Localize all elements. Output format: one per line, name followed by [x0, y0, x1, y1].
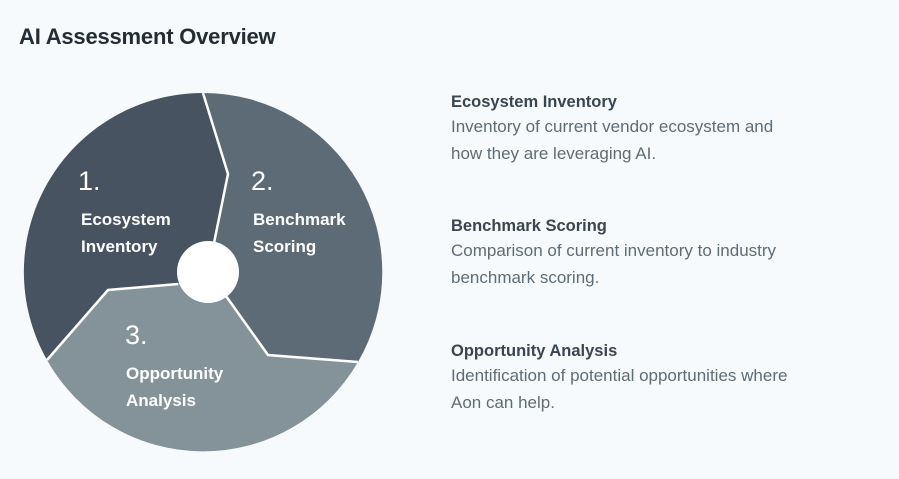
page-title: AI Assessment Overview [19, 24, 276, 49]
description-line: Comparison of current inventory to indus… [451, 241, 777, 260]
segment-1-number: 1. [78, 166, 101, 196]
segment-2-label: Benchmark Scoring [253, 206, 346, 260]
segment-3-number: 3. [125, 320, 148, 350]
segment-3-label-line1: Opportunity [126, 364, 224, 383]
description-benchmark-scoring: Benchmark Scoring Comparison of current … [451, 215, 881, 291]
description-heading: Opportunity Analysis [451, 342, 618, 360]
segment-2-number: 2. [251, 166, 274, 196]
segment-opportunity-analysis [47, 284, 358, 452]
segment-1-label-line2: Inventory [81, 237, 158, 256]
description-opportunity-analysis: Opportunity Analysis Identification of p… [451, 340, 881, 416]
segment-ecosystem-inventory [23, 92, 229, 360]
description-heading: Benchmark Scoring [451, 217, 607, 235]
description-heading: Ecosystem Inventory [451, 93, 617, 111]
description-line: Inventory of current vendor ecosystem an… [451, 117, 774, 136]
description-line: how they are leveraging AI. [451, 144, 657, 163]
segment-1-label-line1: Ecosystem [81, 210, 171, 229]
divider-line [46, 282, 179, 361]
segment-benchmark-scoring [203, 92, 383, 363]
assessment-wheel-diagram [23, 92, 383, 452]
segment-1-label: Ecosystem Inventory [81, 206, 171, 260]
divider-line [224, 295, 359, 364]
center-hub [177, 241, 239, 303]
description-ecosystem-inventory: Ecosystem Inventory Inventory of current… [451, 91, 881, 167]
divider-line [201, 92, 230, 244]
segment-3-label: Opportunity Analysis [126, 360, 223, 414]
description-line: benchmark scoring. [451, 268, 600, 287]
segment-3-label-line2: Analysis [126, 391, 196, 410]
description-line: Aon can help. [451, 393, 555, 412]
segment-2-label-line2: Scoring [253, 237, 317, 256]
description-line: Identification of potential opportunitie… [451, 366, 788, 385]
segment-2-label-line1: Benchmark [253, 210, 346, 229]
